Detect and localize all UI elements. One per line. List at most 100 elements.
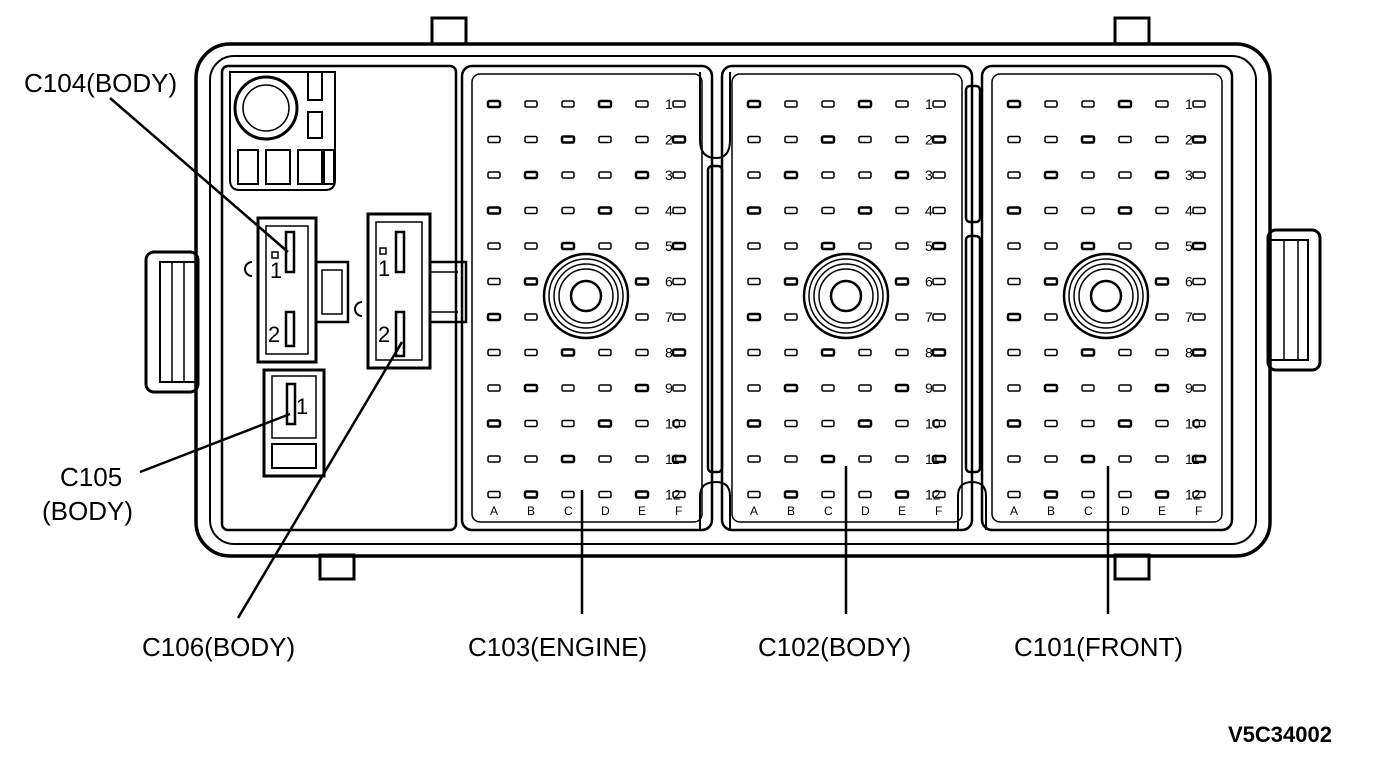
pin (1080, 348, 1096, 357)
pin (746, 312, 762, 322)
pin (523, 490, 539, 499)
column-label: A (1010, 504, 1018, 518)
pin (1044, 455, 1058, 463)
pin (820, 348, 836, 357)
pin (1007, 384, 1021, 392)
pin (598, 135, 612, 144)
pin (820, 454, 836, 464)
pin (634, 170, 650, 180)
pin (672, 206, 686, 215)
pin (1080, 135, 1096, 144)
pin (1081, 419, 1095, 428)
row-label: 7 (925, 309, 933, 325)
c103-label: C103(ENGINE) (468, 632, 647, 662)
pin (561, 384, 575, 392)
pin (635, 242, 649, 250)
pin (895, 242, 909, 250)
pin (1155, 100, 1169, 108)
pin (1007, 242, 1021, 250)
c105-pin-1-label: 1 (296, 394, 308, 419)
pin (895, 348, 909, 357)
pin (932, 313, 946, 321)
pin (1007, 490, 1021, 499)
row-label: 4 (1185, 203, 1193, 219)
pin (487, 348, 501, 357)
pin (635, 206, 649, 215)
pin (1044, 100, 1058, 108)
column-label: F (675, 504, 682, 518)
row-label: 5 (925, 238, 933, 254)
pin (561, 419, 575, 428)
c106-pin-1-label: 1 (378, 256, 390, 281)
pin (1043, 490, 1059, 499)
pin (1192, 490, 1206, 499)
row-label: 3 (665, 167, 673, 183)
row-label: 3 (1185, 167, 1193, 183)
pin (784, 100, 798, 108)
pin (635, 100, 649, 108)
pin (1081, 384, 1095, 392)
pin (783, 383, 799, 393)
pin (1191, 241, 1207, 251)
pin (524, 455, 538, 463)
pin (672, 490, 686, 499)
column-label: C (824, 504, 833, 518)
pin (895, 313, 909, 321)
pin (857, 206, 873, 215)
c105-label-line2: (BODY) (42, 496, 133, 526)
pin (561, 490, 575, 499)
pin (858, 384, 872, 392)
pin (1191, 135, 1207, 144)
pin (672, 384, 686, 392)
pin (561, 206, 575, 215)
row-label: 8 (665, 345, 673, 361)
pin (747, 135, 761, 144)
row-label: 6 (1185, 274, 1193, 290)
pin (784, 455, 798, 463)
pin (598, 348, 612, 357)
c106-pin-2-label: 2 (378, 322, 390, 347)
pin (1154, 383, 1170, 393)
pin (747, 348, 761, 357)
pin (821, 171, 835, 179)
pin (1155, 419, 1169, 428)
pin (1154, 490, 1170, 499)
row-label: 12 (925, 487, 941, 503)
column-label: B (1047, 504, 1055, 518)
row-label: 7 (665, 309, 673, 325)
c106-label: C106(BODY) (142, 632, 295, 662)
pin (784, 135, 798, 144)
pin (932, 277, 946, 286)
pin (1007, 348, 1021, 357)
pin (486, 419, 502, 428)
pin (784, 419, 798, 428)
row-label: 4 (925, 203, 933, 219)
pin (747, 171, 761, 179)
pin (634, 277, 650, 286)
pin (487, 277, 501, 286)
connector-separators (699, 72, 987, 530)
pin (1192, 100, 1206, 108)
pin (524, 135, 538, 144)
row-label: 11 (665, 451, 680, 467)
pin (1192, 419, 1206, 428)
pin (486, 312, 502, 322)
pin (524, 348, 538, 357)
pin (672, 277, 686, 286)
c101-label: C101(FRONT) (1014, 632, 1183, 662)
row-label: 7 (1185, 309, 1193, 325)
c105-leader (139, 412, 291, 474)
c104-label: C104(BODY) (24, 68, 177, 98)
pin (1006, 99, 1022, 109)
pin (1118, 384, 1132, 392)
pin (672, 313, 686, 321)
column-label: D (1121, 504, 1130, 518)
pin (1043, 383, 1059, 393)
row-label: 11 (925, 451, 940, 467)
pin (672, 100, 686, 108)
row-label: 6 (925, 274, 933, 290)
pin (1081, 490, 1095, 499)
pin (895, 206, 909, 215)
